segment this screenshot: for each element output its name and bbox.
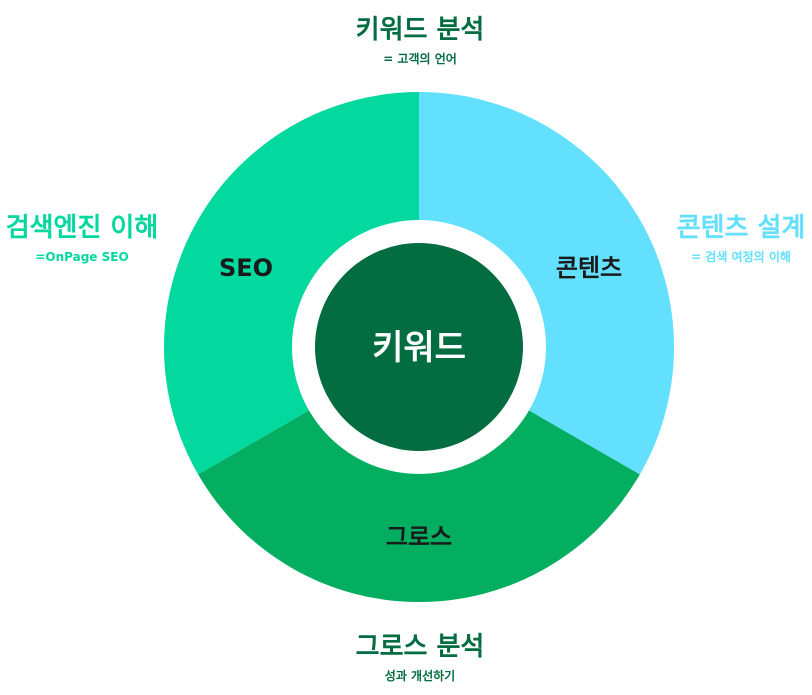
left-label-group: 검색엔진 이해 =OnPage SEO <box>0 212 164 265</box>
bottom-label-group: 그로스 분석 성과 개선하기 <box>320 631 520 684</box>
center-keyword-circle <box>315 243 523 451</box>
seo-segment-label: SEO <box>219 254 273 282</box>
content-segment-label: 콘텐츠 <box>556 254 622 282</box>
top-label-group: 키워드 분석 = 고객의 언어 <box>320 14 520 67</box>
bottom-label-subtitle: 성과 개선하기 <box>384 669 456 683</box>
growth-segment <box>198 347 640 603</box>
left-label-subtitle: =OnPage SEO <box>35 250 129 264</box>
top-label-subtitle: = 고객의 언어 <box>383 52 457 66</box>
left-label-title: 검색엔진 이해 <box>5 213 159 243</box>
growth-segment-label: 그로스 <box>386 523 452 551</box>
right-label-title: 콘텐츠 설계 <box>676 213 806 243</box>
right-label-subtitle: = 검색 여정의 이해 <box>691 250 791 264</box>
center-keyword-label: 키워드 <box>372 328 466 368</box>
top-label-title: 키워드 분석 <box>355 15 485 45</box>
right-label-group: 콘텐츠 설계 = 검색 여정의 이해 <box>670 212 812 265</box>
bottom-label-title: 그로스 분석 <box>355 632 485 662</box>
